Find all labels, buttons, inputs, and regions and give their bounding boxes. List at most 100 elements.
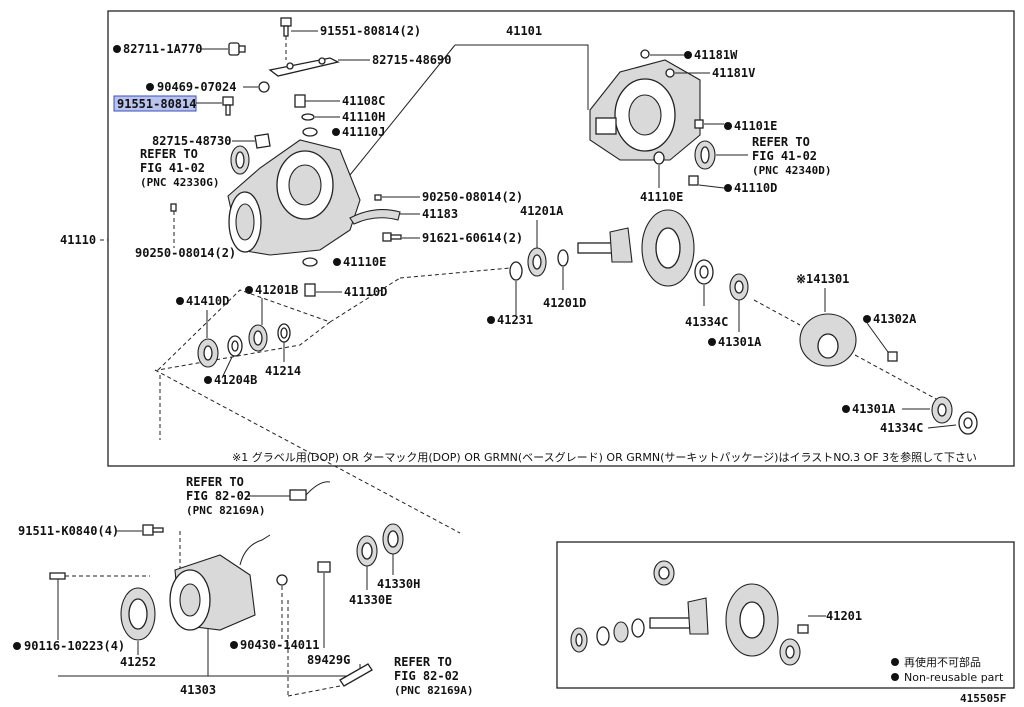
label-82715-48690[interactable]: 82715-48690	[372, 53, 451, 67]
label-90469[interactable]: 90469-07024	[157, 80, 236, 94]
label-41201D[interactable]: 41201D	[543, 296, 586, 310]
refer-pnc-2[interactable]: (PNC 42340D)	[752, 164, 831, 177]
label-41301A-bot[interactable]: 41301A	[852, 402, 896, 416]
label-41110J[interactable]: 41110J	[342, 125, 385, 139]
clip-90430[interactable]	[276, 574, 288, 586]
connector-89429g[interactable]	[317, 561, 331, 573]
spacer-41204b[interactable]	[227, 335, 243, 357]
inset-ring-gear[interactable]	[725, 583, 779, 657]
label-41204B[interactable]: 41204B	[214, 373, 257, 387]
bolt-91551[interactable]	[222, 96, 234, 116]
inset-seal-top[interactable]	[653, 560, 675, 586]
label-141301[interactable]: ※141301	[796, 272, 849, 286]
seal-42330g[interactable]	[230, 145, 250, 175]
washer-41334c-top[interactable]	[694, 259, 714, 285]
refer-fig-2[interactable]: FIG 41-02	[752, 149, 817, 163]
label-41231[interactable]: 41231	[497, 313, 533, 327]
gasket-41110e-right[interactable]	[653, 151, 665, 165]
label-89429G[interactable]: 89429G	[307, 653, 350, 667]
seal-42340d[interactable]	[694, 140, 716, 170]
gasket-41110e-mid[interactable]	[302, 257, 318, 267]
spacer-41201d[interactable]	[557, 249, 569, 267]
pin-90250-mid[interactable]	[374, 194, 382, 201]
inset-seal-1[interactable]	[570, 627, 588, 653]
label-41410D[interactable]: 41410D	[186, 294, 229, 308]
plug-41110d-right[interactable]	[688, 175, 699, 186]
cover-41101[interactable]	[589, 59, 701, 161]
washer-41110h[interactable]	[301, 113, 315, 121]
label-41108C[interactable]: 41108C	[342, 94, 385, 108]
bearing-41231[interactable]	[509, 261, 523, 281]
differential-case-141301[interactable]	[799, 313, 857, 367]
seal-41330e[interactable]	[356, 535, 378, 567]
label-41181W[interactable]: 41181W	[694, 48, 738, 62]
label-41334C-bot[interactable]: 41334C	[880, 421, 923, 435]
washer-41214[interactable]	[277, 323, 291, 343]
label-41110E-right[interactable]: 41110E	[640, 190, 683, 204]
refer-pnc-1[interactable]: (PNC 42330G)	[140, 176, 219, 189]
label-41334C-top[interactable]: 41334C	[685, 315, 728, 329]
inset-ring[interactable]	[631, 618, 645, 638]
inset-bearing-3[interactable]	[779, 638, 801, 666]
label-41330E[interactable]: 41330E	[349, 593, 392, 607]
bolt-91621[interactable]	[382, 232, 402, 242]
label-91551-highlighted[interactable]: 91551-80814	[117, 97, 196, 111]
label-41101E[interactable]: 41101E	[734, 119, 777, 133]
refer-to-4[interactable]: REFER TO	[394, 655, 452, 669]
label-41302A[interactable]: 41302A	[873, 312, 917, 326]
refer-to-2[interactable]: REFER TO	[752, 135, 810, 149]
label-41330H[interactable]: 41330H	[377, 577, 420, 591]
clip-90469[interactable]	[258, 81, 270, 93]
label-41110[interactable]: 41110	[60, 233, 96, 247]
seal-41252[interactable]	[120, 587, 156, 641]
label-41183[interactable]: 41183	[422, 207, 458, 221]
refer-pnc-4[interactable]: (PNC 82169A)	[394, 684, 473, 697]
seal-41330h[interactable]	[382, 523, 404, 555]
inset-pinion[interactable]	[649, 597, 709, 635]
label-41201A[interactable]: 41201A	[520, 204, 564, 218]
label-91551-top[interactable]: 91551-80814(2)	[320, 24, 421, 38]
refer-to-3[interactable]: REFER TO	[186, 475, 244, 489]
label-90430[interactable]: 90430-14011	[240, 638, 319, 652]
bracket-82715-48690[interactable]	[268, 57, 340, 77]
bearing-41201a[interactable]	[527, 247, 547, 277]
refer-fig-3[interactable]: FIG 82-02	[186, 489, 251, 503]
label-41214[interactable]: 41214	[265, 364, 301, 378]
plug-41110d-mid[interactable]	[304, 283, 316, 297]
label-41181V[interactable]: 41181V	[712, 66, 755, 80]
bearing-41201b[interactable]	[248, 324, 268, 352]
label-90250-left[interactable]: 90250-08014(2)	[135, 246, 236, 260]
inset-bolt[interactable]	[797, 624, 809, 634]
cover-41183[interactable]	[349, 209, 401, 225]
label-41110E-mid[interactable]: 41110E	[343, 255, 386, 269]
label-41252[interactable]: 41252	[120, 655, 156, 669]
harness-connector-bottom[interactable]	[339, 663, 373, 687]
bearing-41301a-bot[interactable]	[931, 396, 953, 424]
refer-fig-1[interactable]: FIG 41-02	[140, 161, 205, 175]
bolt-41302a[interactable]	[887, 351, 898, 362]
label-41110D-right[interactable]: 41110D	[734, 181, 777, 195]
bracket-82715-48730[interactable]	[254, 133, 271, 149]
plug-41108c[interactable]	[294, 94, 306, 108]
label-82715-48730[interactable]: 82715-48730	[152, 134, 231, 148]
label-91621[interactable]: 91621-60614(2)	[422, 231, 523, 245]
label-41201B[interactable]: 41201B	[255, 283, 298, 297]
label-82711[interactable]: 82711-1A770	[123, 42, 202, 56]
label-90116[interactable]: 90116-10223(4)	[24, 639, 125, 653]
label-41301A-top[interactable]: 41301A	[718, 335, 762, 349]
coupling-41303[interactable]	[169, 534, 271, 631]
label-41101[interactable]: 41101	[506, 24, 542, 38]
refer-pnc-3[interactable]: (PNC 82169A)	[186, 504, 265, 517]
bolt-91511[interactable]	[142, 524, 164, 536]
refer-fig-4[interactable]: FIG 82-02	[394, 669, 459, 683]
bolt-41101e[interactable]	[694, 119, 704, 129]
seal-41410d[interactable]	[197, 338, 219, 368]
label-90250-mid[interactable]: 90250-08014(2)	[422, 190, 523, 204]
ring-gear[interactable]	[641, 209, 695, 287]
label-41110D-mid[interactable]: 41110D	[344, 285, 387, 299]
pin-90250-left[interactable]	[170, 203, 177, 212]
harness-connector-top[interactable]	[289, 481, 331, 501]
inset-bearing-1[interactable]	[596, 626, 610, 646]
plug-41110j[interactable]	[302, 127, 318, 137]
stud-90116[interactable]	[49, 572, 66, 580]
